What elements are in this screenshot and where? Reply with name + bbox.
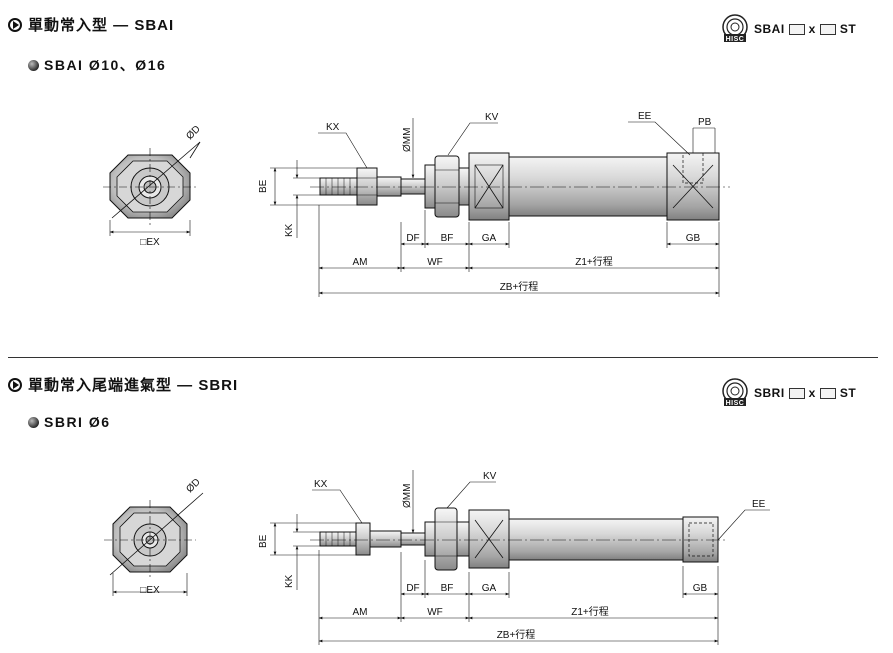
model-blank-box — [788, 387, 805, 399]
label-od: ØD — [184, 124, 202, 142]
model-x: x — [808, 386, 816, 400]
model-blank-box — [788, 23, 805, 35]
label-ga: GA — [482, 583, 497, 594]
logo-text: HISC — [726, 400, 745, 407]
section1-subtitle: SBAI Ø10、Ø16 — [28, 55, 166, 75]
side-view — [310, 507, 728, 571]
model-blank-box — [819, 387, 836, 399]
dimension-labels: KX KV EE PB ØMM BE KK DF BF GA GB AM WF … — [258, 111, 712, 293]
label-kk: KK — [284, 223, 295, 237]
label-od: ØD — [184, 477, 202, 495]
dimensions — [270, 470, 770, 645]
label-be: BE — [258, 534, 269, 548]
brand-logo-icon: HISC — [722, 14, 748, 43]
label-ex: □EX — [140, 585, 160, 596]
section1-drawing: ØD □EX — [103, 111, 730, 297]
section2-model-code: HISC SBRI x ST — [720, 378, 856, 408]
label-omm: ØMM — [402, 484, 413, 508]
section-divider — [8, 357, 878, 358]
brand-logo-icon: HISC — [722, 378, 748, 407]
section1-model-code: HISC SBAI x ST — [720, 14, 856, 44]
model-suffix: ST — [839, 22, 857, 36]
side-view — [310, 152, 730, 221]
label-kx: KX — [326, 122, 340, 133]
label-am: AM — [353, 257, 368, 268]
bullet-icon — [28, 59, 39, 71]
label-be: BE — [258, 179, 269, 193]
dimensions — [270, 118, 720, 297]
section2-subtitle: SBRI Ø6 — [28, 414, 111, 430]
label-kk: KK — [284, 574, 295, 588]
model-suffix: ST — [839, 386, 857, 400]
end-view — [103, 141, 201, 236]
dimension-labels: KX KV EE ØMM BE KK DF BF GA GB AM WF Z1+… — [258, 471, 766, 641]
model-prefix: SBRI — [754, 386, 785, 400]
end-view — [104, 492, 204, 596]
label-bf: BF — [441, 583, 454, 594]
label-z1: Z1+行程 — [575, 255, 613, 268]
label-df: DF — [406, 233, 419, 244]
label-kx: KX — [314, 479, 328, 490]
label-pb: PB — [698, 117, 712, 128]
section2-title: 單動常入尾端進氣型 — SBRI — [8, 374, 238, 395]
label-omm: ØMM — [402, 128, 413, 152]
label-gb: GB — [686, 233, 701, 244]
label-gb: GB — [693, 583, 708, 594]
section2-title-text: 單動常入尾端進氣型 — SBRI — [28, 377, 239, 394]
label-df: DF — [406, 583, 419, 594]
play-circle-icon — [8, 17, 22, 32]
label-ga: GA — [482, 233, 497, 244]
logo-text: HISC — [726, 36, 745, 43]
label-wf: WF — [427, 607, 443, 618]
section1-subtitle-text: SBAI Ø10、Ø16 — [44, 57, 167, 73]
label-zb: ZB+行程 — [497, 628, 536, 641]
section2-drawing: ØD □EX — [104, 470, 770, 645]
label-kv: KV — [485, 112, 499, 123]
model-prefix: SBAI — [754, 22, 785, 36]
play-circle-icon — [8, 377, 22, 392]
model-blank-box — [819, 23, 836, 35]
label-bf: BF — [441, 233, 454, 244]
label-z1: Z1+行程 — [571, 605, 609, 618]
section1-title-text: 單動常入型 — SBAI — [28, 17, 175, 34]
label-am: AM — [353, 607, 368, 618]
label-wf: WF — [427, 257, 443, 268]
model-x: x — [808, 22, 816, 36]
label-ex: □EX — [140, 237, 160, 248]
label-ee: EE — [752, 499, 766, 510]
section2-subtitle-text: SBRI Ø6 — [44, 414, 111, 430]
section1-title: 單動常入型 — SBAI — [8, 14, 174, 35]
label-zb: ZB+行程 — [500, 280, 539, 293]
bullet-icon — [28, 416, 39, 428]
label-kv: KV — [483, 471, 497, 482]
label-ee: EE — [638, 111, 652, 122]
